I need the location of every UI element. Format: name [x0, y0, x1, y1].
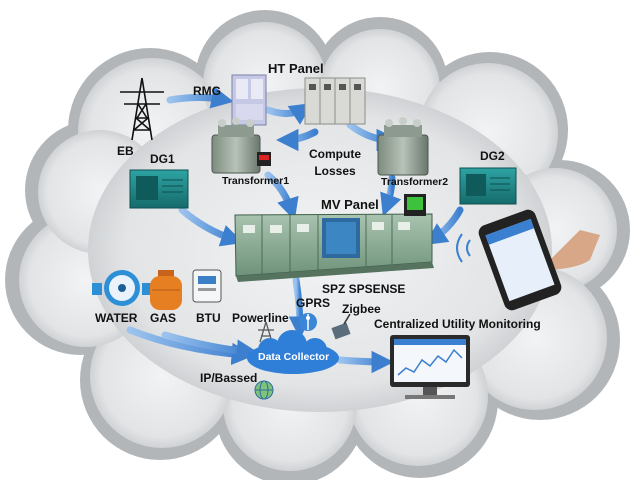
data-collector-cloud-icon [247, 330, 339, 374]
transformer-icon [211, 117, 271, 174]
smartphone-icon [456, 209, 600, 311]
arrow-dg2-to-mv [424, 206, 464, 245]
label-compute: Compute [309, 147, 361, 161]
label-gprs: GPRS [296, 296, 331, 310]
label-dg1: DG1 [150, 152, 175, 166]
label-powerline: Powerline [232, 311, 289, 325]
gas-cylinder-icon [150, 270, 182, 310]
genset-icon [129, 169, 189, 209]
tower-icon [120, 77, 164, 141]
btu-meter-icon [192, 269, 222, 303]
transformer-icon [377, 117, 429, 176]
label-transformer1: Transformer1 [222, 175, 290, 187]
zigbee-module-icon [331, 313, 351, 340]
water-meter-icon [92, 270, 152, 306]
label-data-collector: Data Collector [258, 351, 330, 363]
mv-panel-icon [234, 194, 434, 282]
label-dg2: DG2 [480, 149, 505, 163]
arrow-rmg-to-ht [264, 103, 313, 125]
label-gas: GAS [150, 311, 177, 325]
arrow-transformer1-to-mv [264, 171, 299, 221]
arrow-eb-to-rmg [166, 86, 234, 109]
label-ht-panel: HT Panel [268, 61, 324, 76]
label-centralized-monitoring: Centralized Utility Monitoring [374, 317, 541, 331]
rmg-unit-icon [231, 74, 267, 126]
monitor-icon [390, 335, 470, 399]
arrow-collector-to-monitor [336, 350, 394, 374]
label-spz-spsense: SPZ SPSENSE [322, 282, 406, 296]
label-mv-panel: MV Panel [321, 197, 379, 212]
label-btu: BTU [196, 311, 221, 325]
powerline-tower-icon [258, 321, 274, 343]
label-water: WATER [95, 311, 138, 325]
label-losses: Losses [314, 164, 356, 178]
arrow-ht-to-transformer1 [276, 128, 319, 152]
ht-panel-icon [304, 77, 366, 125]
gprs-antenna-icon [299, 313, 317, 331]
label-ip-based: IP/Bassed [200, 371, 258, 385]
flow-arrows [126, 86, 464, 374]
label-transformer2: Transformer2 [381, 176, 449, 188]
arrow-water-to-collector [126, 326, 254, 366]
ip-globe-icon [254, 380, 274, 400]
arrow-gas-to-collector [161, 331, 259, 362]
genset-icon [459, 167, 517, 205]
label-eb: EB [117, 144, 134, 158]
label-rmg: RMG [193, 84, 221, 98]
arrow-transformer2-to-mv [380, 174, 402, 217]
label-zigbee: Zigbee [342, 302, 381, 316]
arrow-dg1-to-mv [178, 206, 244, 247]
